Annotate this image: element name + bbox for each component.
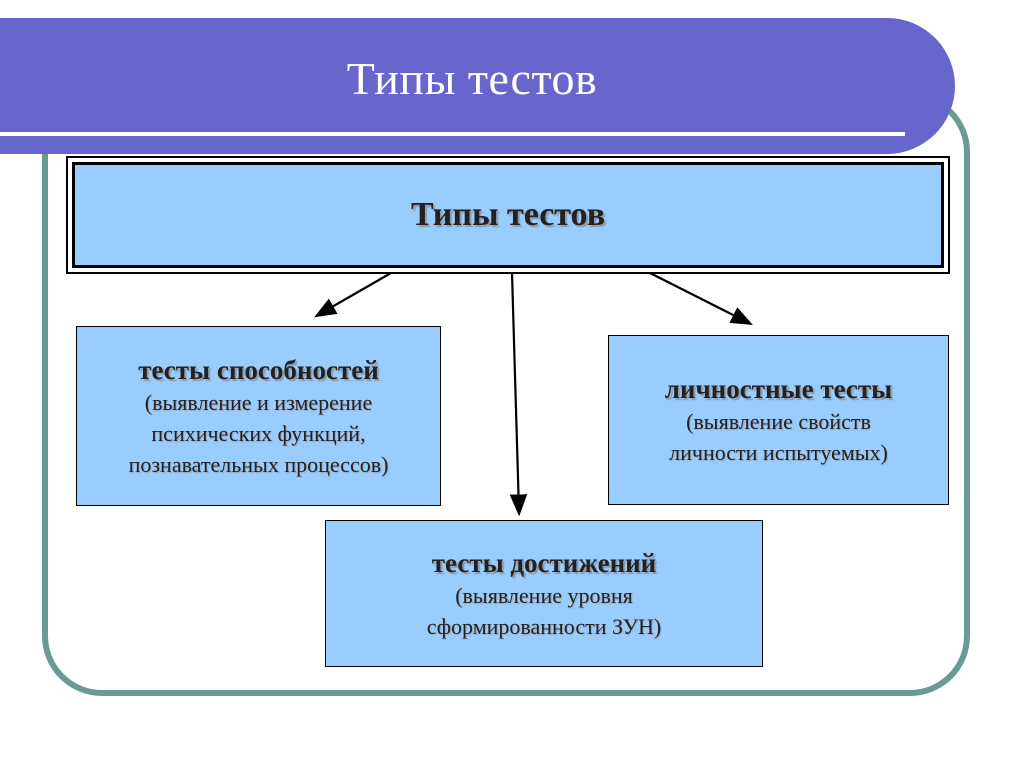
root-node-inner: Типы тестов: [72, 162, 944, 268]
node-personality-tests-desc-1: (выявление свойств: [686, 409, 871, 434]
node-ability-tests-desc-2: психических функций,: [151, 420, 366, 446]
node-personality-tests-desc-2: личности испытуемых): [669, 440, 888, 465]
edge-personality: [648, 269, 754, 329]
node-achievement-tests-desc-2: сформированности ЗУН): [426, 613, 662, 639]
root-node-label: Типы тестов: [410, 196, 606, 233]
node-personality-tests: личностные тесты (выявление свойств личн…: [608, 335, 949, 505]
node-ability-tests: тесты способностей (выявление и измерени…: [76, 326, 441, 506]
edge-achievement: [508, 272, 528, 517]
edge-abilities: [313, 269, 393, 320]
slide-title: Типы тестов: [346, 53, 598, 104]
node-ability-tests-title: тесты способностей: [138, 354, 379, 385]
node-ability-tests-desc-3: познавательных процессов): [128, 451, 389, 477]
node-personality-tests-title: личностные тесты: [664, 374, 893, 404]
node-achievement-tests-desc-1: (выявление уровня: [455, 582, 633, 608]
node-achievement-tests: тесты достижений (выявление уровня сформ…: [325, 520, 763, 667]
node-ability-tests-desc-1: (выявление и измерение: [144, 389, 373, 415]
node-achievement-tests-title: тесты достижений: [431, 547, 657, 578]
title-band: [0, 18, 955, 154]
title-underline: [0, 132, 905, 136]
root-node: Типы тестов: [66, 156, 950, 274]
